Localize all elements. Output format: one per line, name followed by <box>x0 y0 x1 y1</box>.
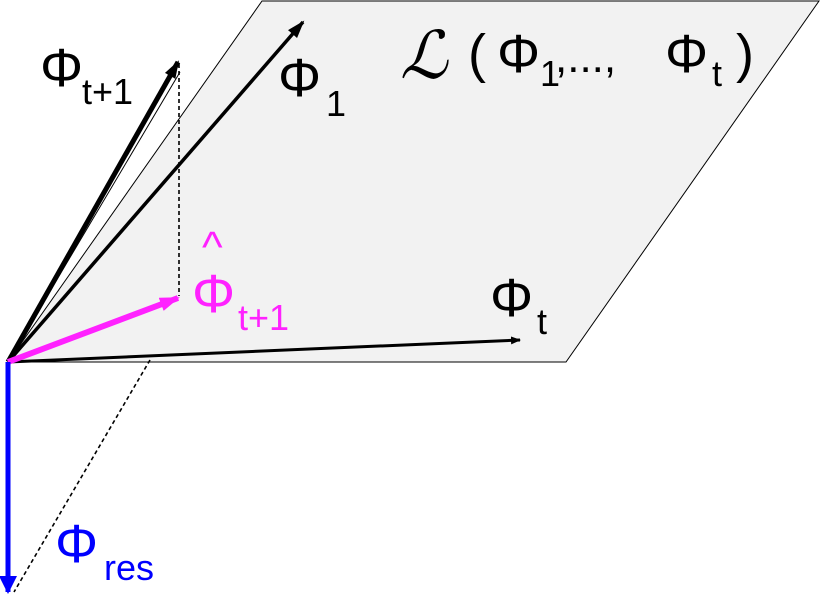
plane-last-symbol: Φ <box>665 24 708 84</box>
phi-t-symbol: Φ <box>490 268 533 328</box>
script-l-symbol: ℒ <box>400 18 449 92</box>
phi-1-arrow <box>6 20 305 364</box>
phi-t-sub: t <box>537 301 547 342</box>
plane-close-paren: ) <box>736 24 754 84</box>
plane-label: ℒ ( Φ 1 ,..., Φ t ) <box>400 18 754 94</box>
subspace-plane <box>7 0 820 363</box>
plane-first-sub: 1 <box>540 53 560 94</box>
phi-t1-label: Φ t+1 <box>40 38 133 112</box>
phi-hat-sub: t+1 <box>238 297 289 338</box>
residual-guide-line <box>13 359 151 593</box>
phi-res-label: Φ res <box>55 514 154 588</box>
plane-separator: ,..., <box>555 33 616 82</box>
plane-first-symbol: Φ <box>497 24 540 84</box>
phi-1-sub: 1 <box>326 83 346 124</box>
plane-open-paren: ( <box>468 24 486 84</box>
phi-res-symbol: Φ <box>55 514 98 574</box>
phi-hat-symbol: Φ <box>192 264 235 324</box>
plane-last-sub: t <box>712 53 722 94</box>
phi-res-sub: res <box>104 547 154 588</box>
phi-1-symbol: Φ <box>278 48 321 108</box>
phi-hat-arrow <box>6 295 180 365</box>
phi-t-arrow <box>7 336 521 364</box>
phi-t1-arrow <box>5 60 181 364</box>
phi-1-label: Φ 1 <box>278 48 346 124</box>
phi-t1-sub: t+1 <box>82 71 133 112</box>
phi-t-label: Φ t <box>490 268 547 342</box>
phi-hat-caret: ^ <box>202 223 223 272</box>
phi-t1-symbol: Φ <box>40 38 83 98</box>
phi-hat-label: ^ Φ t+1 <box>192 223 289 338</box>
